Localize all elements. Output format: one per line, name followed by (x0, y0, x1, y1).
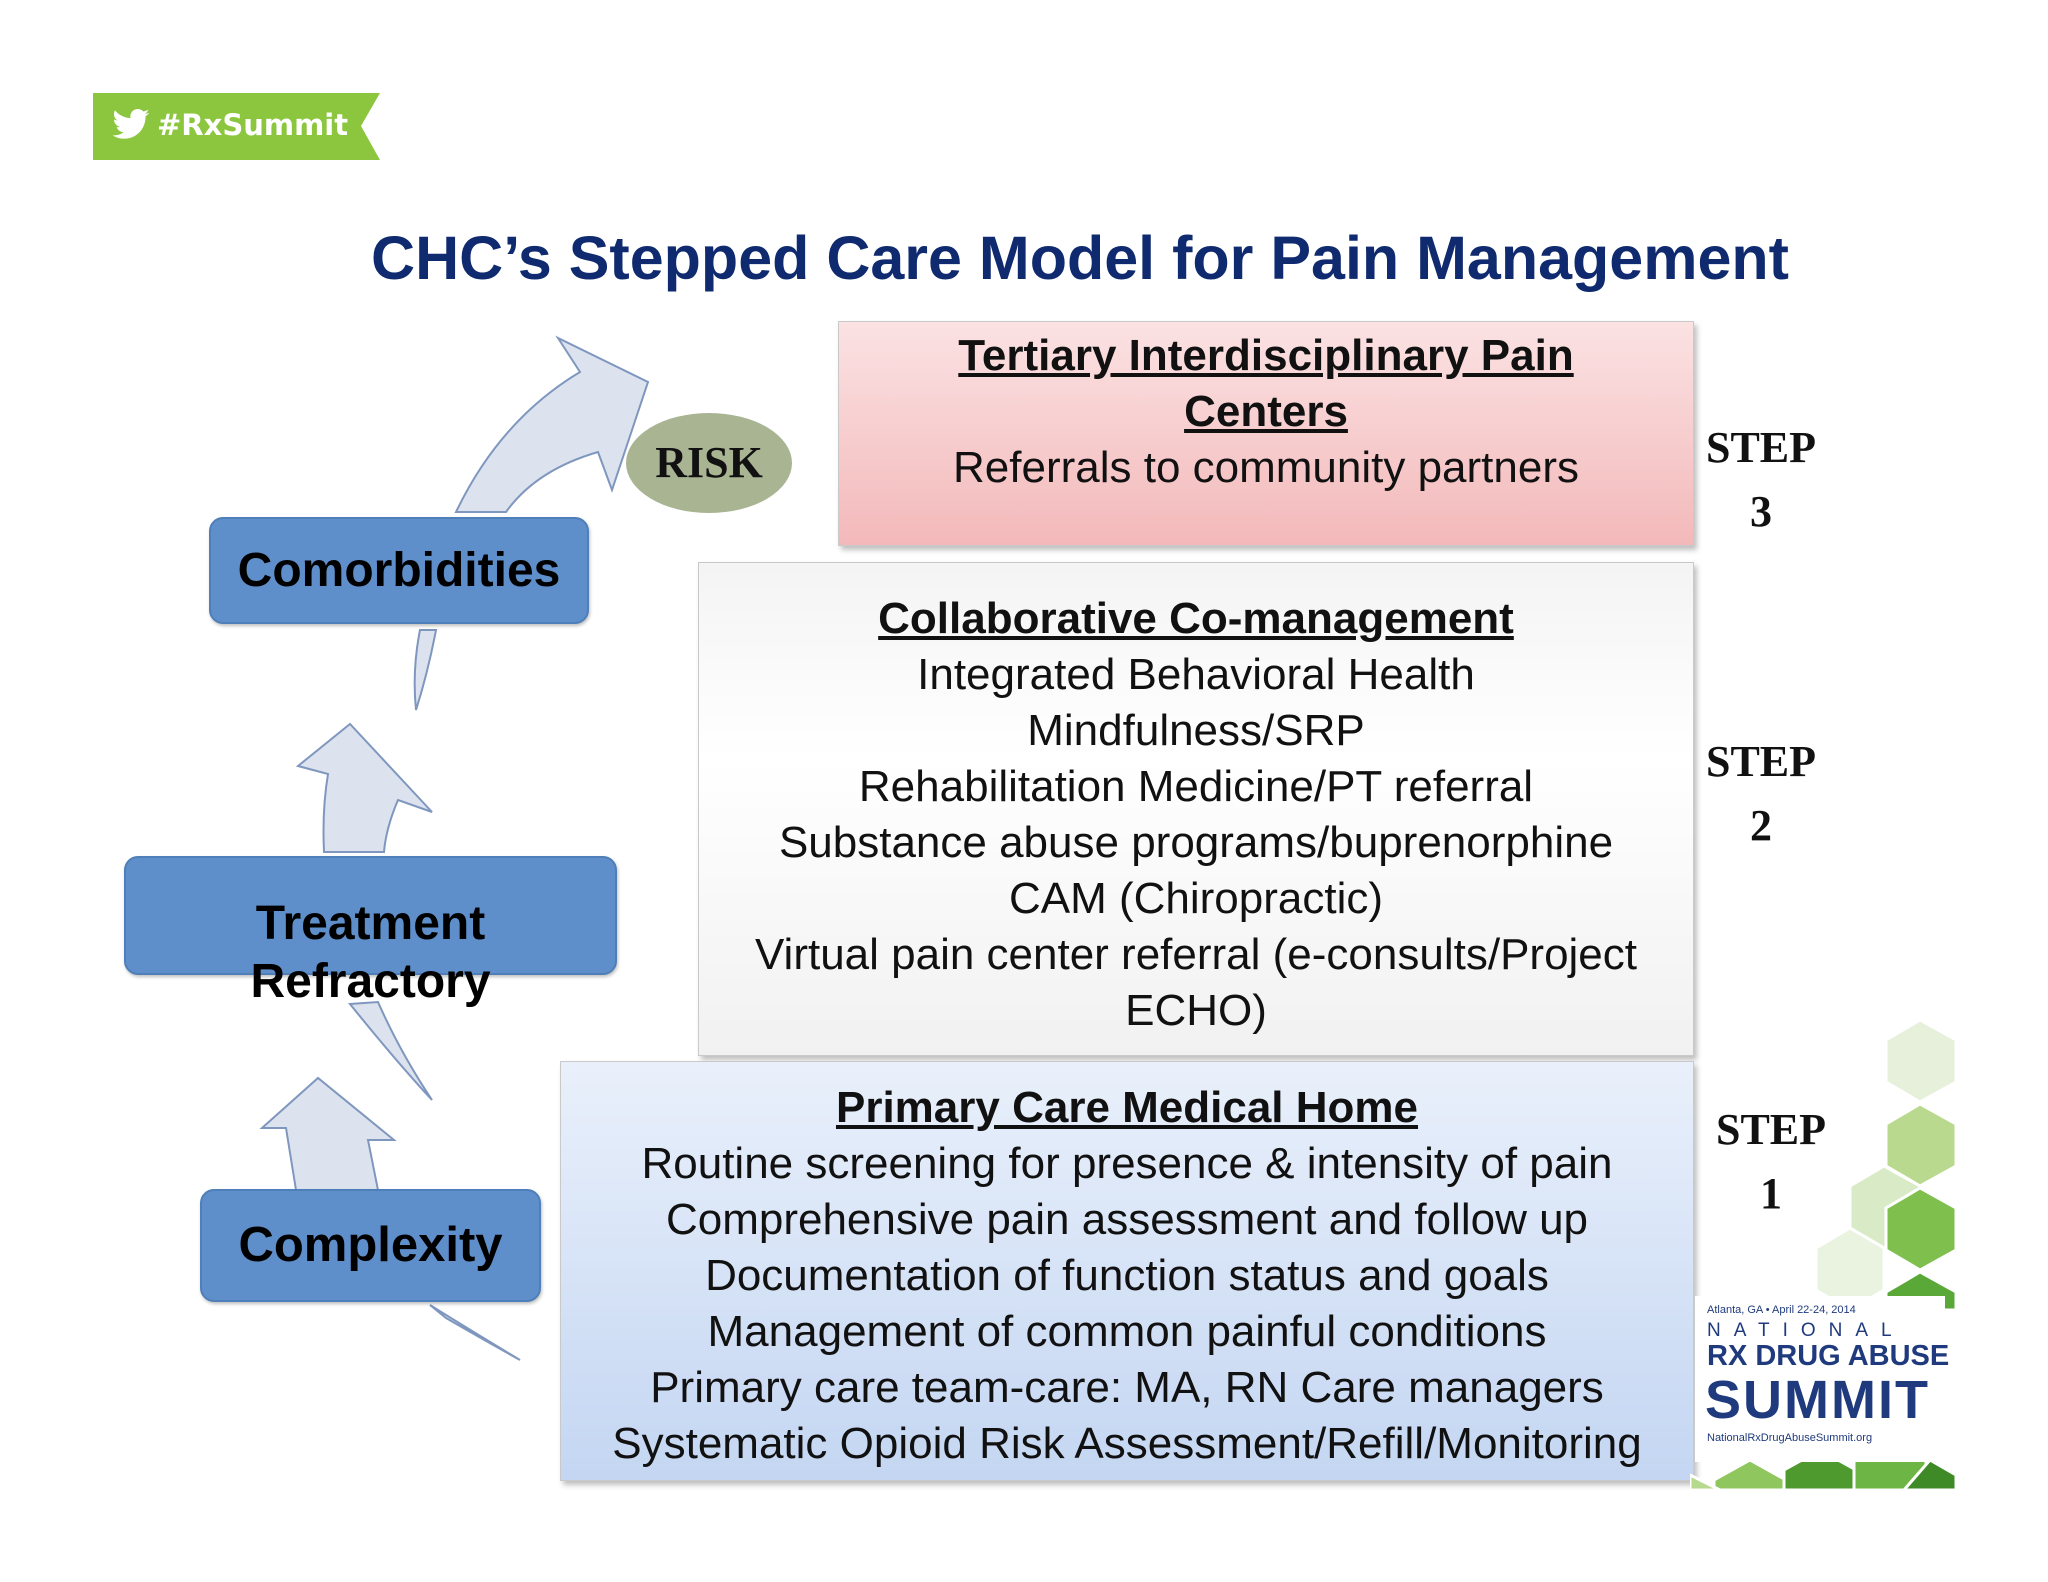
step3-label-number: 3 (1750, 487, 1772, 536)
step2-label-number: 2 (1750, 801, 1772, 850)
step1-item: Systematic Opioid Risk Assessment/Refill… (612, 1419, 1642, 1468)
step1-item: Routine screening for presence & intensi… (641, 1139, 1613, 1188)
logo-location: Atlanta, GA • April 22-24, 2014 (1707, 1304, 1856, 1316)
step2-item: CAM (Chiropractic) (1008, 874, 1384, 923)
step2-heading: Collaborative Co-management (878, 594, 1514, 643)
step1-label-number: 1 (1760, 1169, 1782, 1218)
escalation-arrows (259, 335, 650, 1361)
banner-shape (93, 93, 380, 160)
step1-item: Primary care team-care: MA, RN Care mana… (650, 1363, 1604, 1412)
step3-heading-line-1: Tertiary Interdisciplinary Pain (958, 331, 1574, 380)
twitter-bird-icon (112, 109, 150, 139)
step2-item: Substance abuse programs/buprenorphine (778, 818, 1614, 867)
logo-url: NationalRxDrugAbuseSummit.org (1707, 1432, 1873, 1444)
hashtag-text: #RxSummit (157, 108, 349, 142)
mid-tail (348, 1000, 433, 1101)
step3-heading-line-2: Centers (1184, 387, 1348, 436)
step3-label-word: STEP (1705, 423, 1817, 472)
treatment-refractory-label: Treatment Refractory (124, 856, 617, 1008)
complexity-label: Complexity (200, 1189, 541, 1302)
logo-national: NATIONAL (1707, 1320, 1905, 1341)
step1-label: STEP 1 (1696, 1098, 1846, 1226)
step2-item: ECHO) (1125, 986, 1267, 1035)
step2-item: Virtual pain center referral (e-consults… (754, 930, 1638, 979)
upper-tail (413, 629, 438, 711)
step1-item: Comprehensive pain assessment and follow… (665, 1195, 1589, 1244)
step3-item: Referrals to community partners (953, 443, 1579, 492)
step3-label: STEP 3 (1686, 416, 1836, 544)
hashtag-banner: #RxSummit (93, 93, 380, 160)
step2-item: Integrated Behavioral Health (917, 650, 1475, 699)
risk-ellipse: RISK (626, 413, 792, 513)
page-title: CHC’s Stepped Care Model for Pain Manage… (371, 224, 1789, 292)
step2-item: Mindfulness/SRP (1027, 706, 1365, 755)
lower-arrow (259, 1076, 397, 1191)
bottom-swoosh (429, 1304, 521, 1361)
logo-rx-drug-abuse: RX DRUG ABUSE (1707, 1340, 1950, 1372)
step1-item: Documentation of function status and goa… (705, 1251, 1549, 1300)
step1-item: Management of common painful conditions (707, 1307, 1547, 1356)
logo-summit: SUMMIT (1705, 1370, 1930, 1430)
step2-item: Rehabilitation Medicine/PT referral (858, 762, 1534, 811)
step2-label-word: STEP (1705, 737, 1817, 786)
treatment-line-2: Refractory (250, 955, 491, 1008)
middle-arrow (295, 722, 433, 853)
step2-box: Collaborative Co-management Integrated B… (698, 562, 1694, 1056)
step1-box: Primary Care Medical Home Routine screen… (560, 1061, 1694, 1481)
treatment-line-1: Treatment (255, 897, 486, 950)
top-arrow (454, 335, 650, 513)
comorbidities-label: Comorbidities (209, 517, 589, 624)
step3-box: Tertiary Interdisciplinary Pain Centers … (838, 321, 1694, 546)
logo-card: Atlanta, GA • April 22-24, 2014 NATIONAL… (1695, 1296, 1949, 1462)
step1-heading: Primary Care Medical Home (835, 1083, 1419, 1132)
summit-logo: Atlanta, GA • April 22-24, 2014 NATIONAL… (1688, 1018, 1958, 1492)
step1-label-word: STEP (1715, 1105, 1827, 1154)
step2-label: STEP 2 (1686, 730, 1836, 858)
